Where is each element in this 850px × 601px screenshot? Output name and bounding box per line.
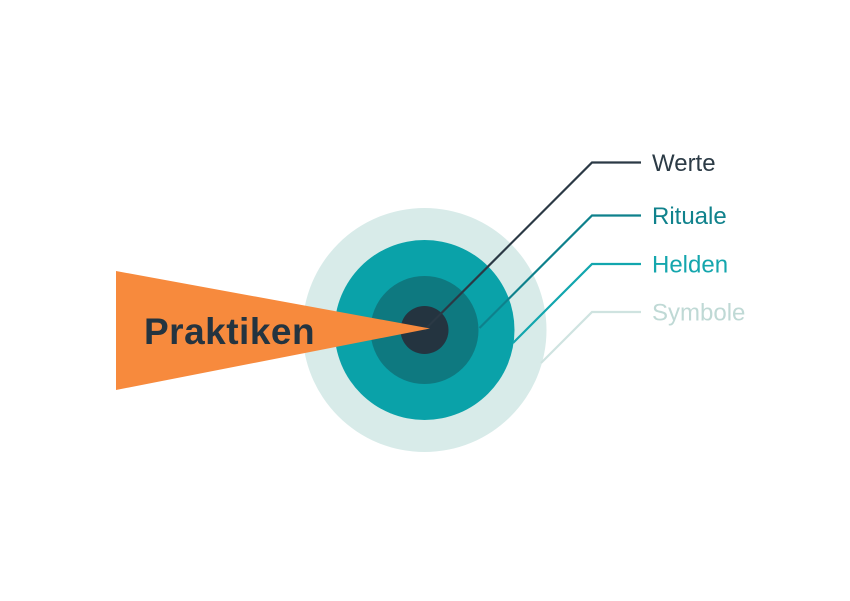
leader-line-werte xyxy=(423,161,641,331)
leader-line-rituale xyxy=(478,214,641,329)
label-symbole: Symbole xyxy=(652,300,745,327)
label-rituale: Rituale xyxy=(652,203,727,230)
leader-line-symbole xyxy=(540,310,641,364)
label-praktiken: Praktiken xyxy=(144,311,315,352)
label-werte: Werte xyxy=(652,150,716,177)
praktiken-arrow xyxy=(116,271,430,390)
label-helden: Helden xyxy=(652,252,728,279)
leader-line-helden xyxy=(512,262,641,344)
